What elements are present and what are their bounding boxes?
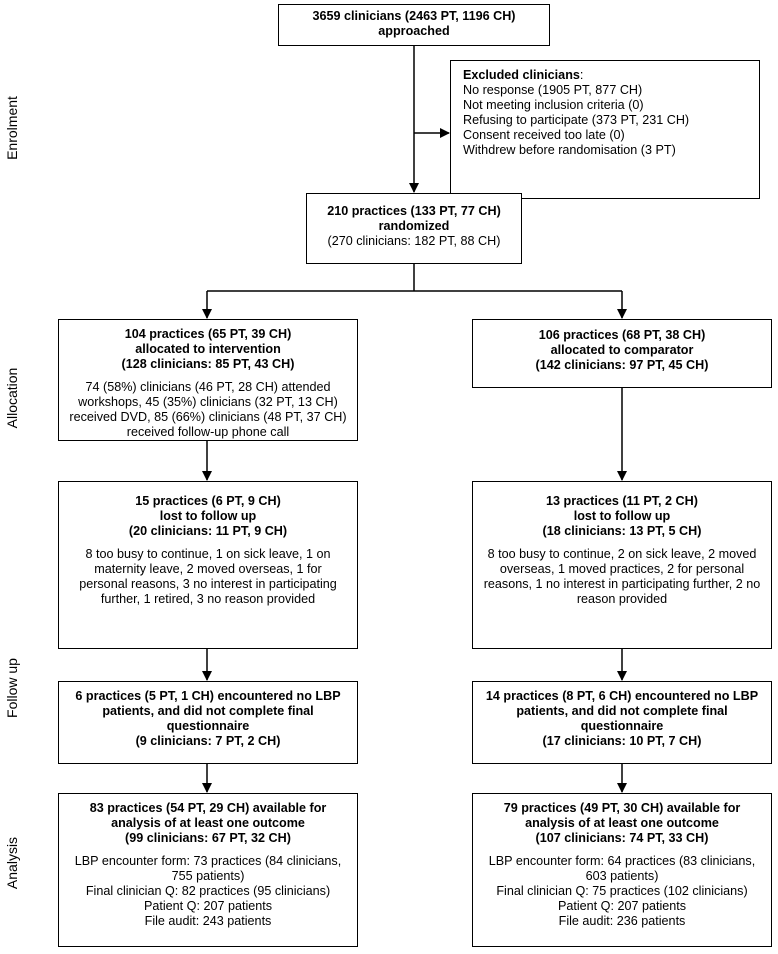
intervention-lost-clinicians: (20 clinicians: 11 PT, 9 CH) <box>128 524 288 538</box>
comparator-lost-count: 13 practices (11 PT, 2 CH) <box>546 494 698 508</box>
comparator-analysis-item: File audit: 236 patients <box>558 914 686 928</box>
comparator-lost-clinicians: (18 clinicians: 13 PT, 5 CH) <box>542 524 702 538</box>
comparator-analysis-item: LBP encounter form: 64 practices (83 cli… <box>488 854 756 883</box>
intervention-no-lbp-text: 6 practices (5 PT, 1 CH) encountered no … <box>75 689 341 733</box>
intervention-clinicians: (128 clinicians: 85 PT, 43 CH) <box>121 357 295 371</box>
comparator-allocation-box: 106 practices (68 PT, 38 CH) allocated t… <box>472 319 772 388</box>
excluded-item: Withdrew before randomisation (3 PT) <box>463 143 676 157</box>
intervention-no-lbp-box: 6 practices (5 PT, 1 CH) encountered no … <box>58 681 358 764</box>
comparator-clinicians: (142 clinicians: 97 PT, 45 CH) <box>535 358 709 372</box>
intervention-analysis-item: Patient Q: 207 patients <box>143 899 273 913</box>
approached-count: 3659 clinicians (2463 PT, 1196 CH) <box>312 9 516 23</box>
comparator-lost-label: lost to follow up <box>573 509 671 523</box>
excluded-heading-colon: : <box>579 68 584 82</box>
intervention-analysis-box: 83 practices (54 PT, 29 CH) available fo… <box>58 793 358 947</box>
stage-label-enrolment: Enrolment <box>4 96 20 160</box>
intervention-allocation-box: 104 practices (65 PT, 39 CH) allocated t… <box>58 319 358 441</box>
comparator-analysis-clinicians: (107 clinicians: 74 PT, 33 CH) <box>535 831 709 845</box>
stage-label-analysis: Analysis <box>4 836 20 890</box>
comparator-no-lbp-text: 14 practices (8 PT, 6 CH) encountered no… <box>485 689 759 733</box>
comparator-analysis-item: Patient Q: 207 patients <box>557 899 687 913</box>
excluded-item: No response (1905 PT, 877 CH) <box>463 83 643 97</box>
intervention-lost-count: 15 practices (6 PT, 9 CH) <box>135 494 281 508</box>
intervention-analysis-text: 83 practices (54 PT, 29 CH) available fo… <box>89 801 327 830</box>
intervention-analysis-item: Final clinician Q: 82 practices (95 clin… <box>85 884 331 898</box>
excluded-heading: Excluded clinicians <box>463 68 580 82</box>
comparator-label: allocated to comparator <box>550 343 694 357</box>
comparator-no-lbp-clinicians: (17 clinicians: 10 PT, 7 CH) <box>542 734 702 748</box>
excluded-heading-line: Excluded clinicians: <box>463 68 749 83</box>
comparator-analysis-text: 79 practices (49 PT, 30 CH) available fo… <box>503 801 741 830</box>
stage-label-follow-up: Follow up <box>4 658 20 718</box>
intervention-analysis-item: LBP encounter form: 73 practices (84 cli… <box>74 854 342 883</box>
approached-box: 3659 clinicians (2463 PT, 1196 CH) appro… <box>278 4 550 46</box>
comparator-analysis-box: 79 practices (49 PT, 30 CH) available fo… <box>472 793 772 947</box>
comparator-no-lbp-box: 14 practices (8 PT, 6 CH) encountered no… <box>472 681 772 764</box>
intervention-label: allocated to intervention <box>135 342 281 356</box>
intervention-analysis-item: File audit: 243 patients <box>144 914 272 928</box>
comparator-lost-box: 13 practices (11 PT, 2 CH) lost to follo… <box>472 481 772 649</box>
excluded-item: Not meeting inclusion criteria (0) <box>463 98 644 112</box>
randomized-count: 210 practices (133 PT, 77 CH) <box>327 204 501 218</box>
comparator-count: 106 practices (68 PT, 38 CH) <box>538 328 706 342</box>
randomized-clinicians: (270 clinicians: 182 PT, 88 CH) <box>327 234 501 248</box>
excluded-item: Refusing to participate (373 PT, 231 CH) <box>463 113 690 127</box>
intervention-lost-box: 15 practices (6 PT, 9 CH) lost to follow… <box>58 481 358 649</box>
intervention-lost-label: lost to follow up <box>159 509 257 523</box>
intervention-no-lbp-clinicians: (9 clinicians: 7 PT, 2 CH) <box>135 734 281 748</box>
intervention-lost-detail: 8 too busy to continue, 1 on sick leave,… <box>79 547 337 606</box>
intervention-detail: 74 (58%) clinicians (46 PT, 28 CH) atten… <box>69 380 347 439</box>
comparator-lost-detail: 8 too busy to continue, 2 on sick leave,… <box>483 547 761 606</box>
intervention-analysis-clinicians: (99 clinicians: 67 PT, 32 CH) <box>125 831 291 845</box>
comparator-analysis-item: Final clinician Q: 75 practices (102 cli… <box>496 884 748 898</box>
excluded-box: Excluded clinicians: No response (1905 P… <box>450 60 760 199</box>
excluded-item: Consent received too late (0) <box>463 128 625 142</box>
randomized-label: randomized <box>378 219 450 233</box>
intervention-count: 104 practices (65 PT, 39 CH) <box>124 327 292 341</box>
stage-label-allocation: Allocation <box>4 367 20 429</box>
randomized-box: 210 practices (133 PT, 77 CH) randomized… <box>306 193 522 264</box>
approached-label: approached <box>378 24 450 38</box>
